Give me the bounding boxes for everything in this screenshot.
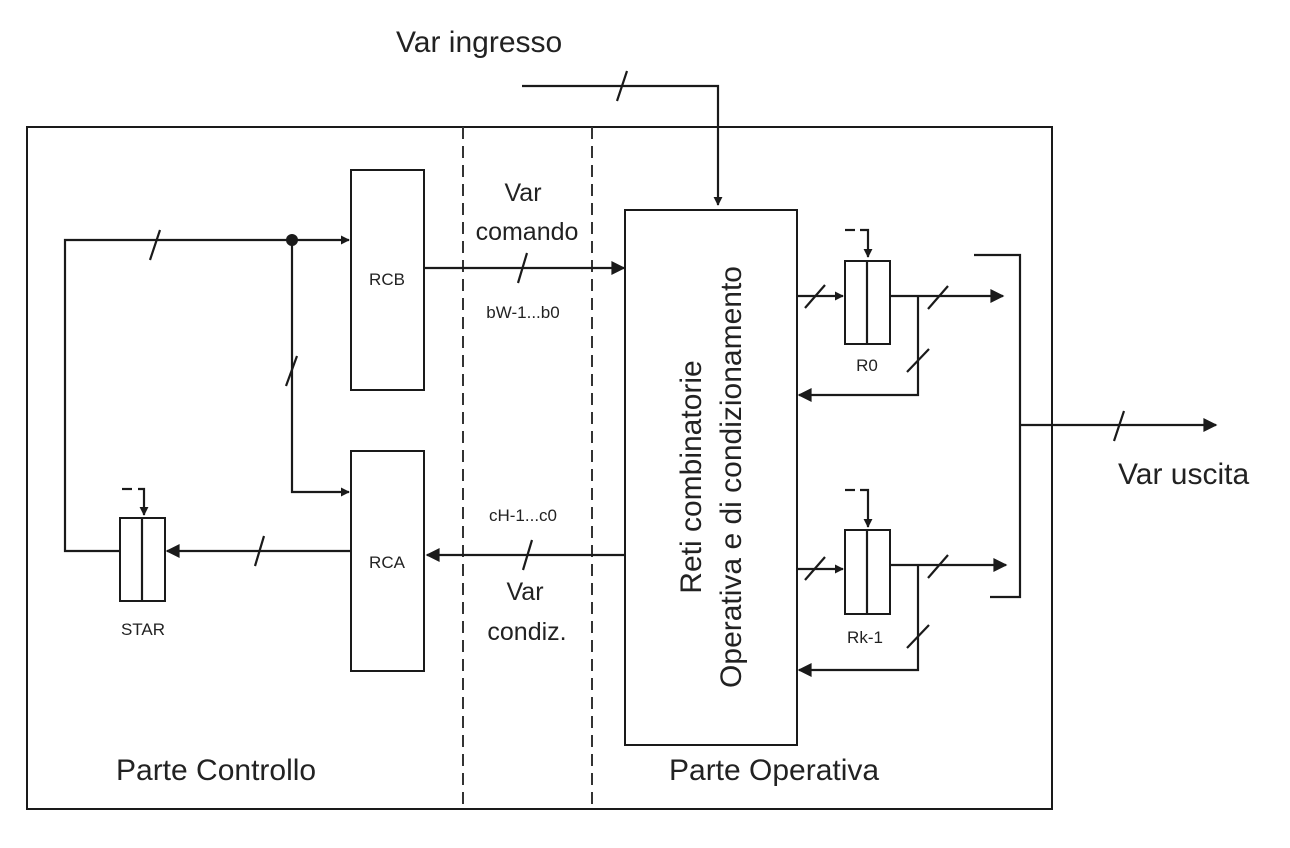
branch-bus-tick — [284, 355, 299, 387]
input-bus-tick — [615, 70, 629, 102]
condiz-label-line2: condiz. — [487, 618, 566, 646]
comando-bus-tick — [516, 252, 529, 284]
r0-feedback-line — [797, 296, 920, 402]
rk1-feedback-tick — [906, 624, 930, 649]
condiz-bus-tick — [521, 539, 534, 571]
section-control-label: Parte Controllo — [116, 754, 316, 787]
branch-to-rca — [290, 240, 350, 497]
comando-bits-label: bW-1...b0 — [486, 303, 559, 322]
rk1-input-tick — [804, 556, 826, 581]
reti-label-line2: Operativa e di condizionamento — [715, 266, 748, 688]
rcb-label: RCB — [369, 270, 405, 289]
star-label: STAR — [121, 620, 165, 639]
star-clock-line — [138, 487, 149, 516]
reti-combinatorie-block — [624, 209, 798, 746]
condiz-bits-label: cH-1...c0 — [489, 506, 557, 525]
rk1-feedback-line — [797, 565, 920, 677]
outer-frame — [26, 126, 1053, 810]
output-bracket — [974, 253, 1022, 599]
rk1-clock-line — [860, 488, 873, 528]
comando-label-line2: comando — [476, 218, 579, 246]
r0-feedback-tick — [906, 348, 930, 373]
output-bus-tick — [1112, 410, 1126, 442]
condiz-label-line1: Var — [506, 578, 543, 606]
section-operative-label: Parte Operativa — [669, 754, 879, 787]
rcb-block — [350, 169, 425, 391]
r0-output-tick — [927, 285, 949, 310]
input-label: Var ingresso — [396, 26, 562, 59]
rk1-output-tick — [927, 554, 949, 579]
r0-input-tick — [804, 284, 826, 309]
rca-block — [350, 450, 425, 672]
comando-label-line1: Var — [504, 179, 541, 207]
rk1-label: Rk-1 — [847, 628, 883, 647]
r0-clock-line — [860, 228, 873, 258]
input-line — [522, 84, 723, 206]
output-label: Var uscita — [1118, 458, 1249, 491]
rca-label: RCA — [369, 553, 406, 572]
r0-label: R0 — [856, 356, 878, 375]
rca-star-bus-tick — [253, 535, 266, 567]
reti-label-line1: Reti combinatorie — [675, 360, 708, 593]
state-feedback-line — [63, 235, 350, 553]
state-bus-tick — [148, 229, 162, 261]
